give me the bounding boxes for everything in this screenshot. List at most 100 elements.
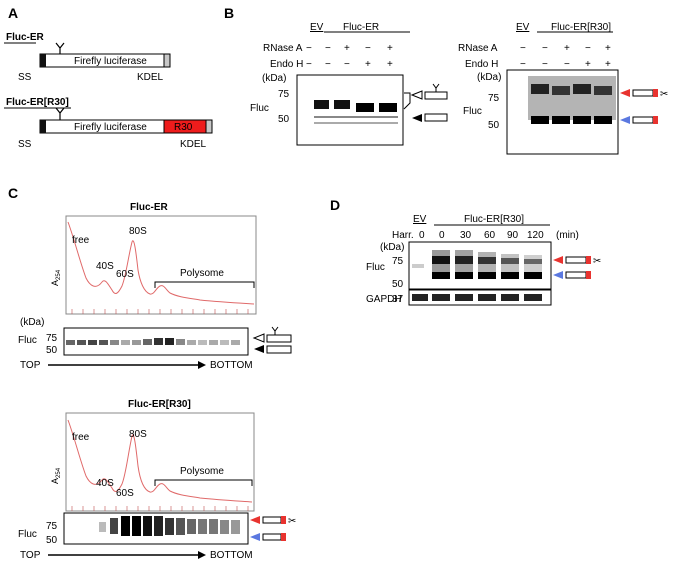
panel-b: B EV Fluc-ER RNase A − − + − + Endo H − …	[224, 5, 668, 155]
protein-label: Fluc	[18, 335, 37, 346]
peak-60s: 60S	[116, 488, 134, 499]
kda-label: (kDa)	[380, 242, 404, 253]
marker-50: 50	[46, 535, 58, 546]
fluc-icon	[262, 516, 282, 524]
timepoint-0: 0	[439, 230, 445, 241]
bottom-label: BOTTOM	[210, 360, 253, 371]
glycosylated-fluc-icon	[266, 334, 292, 343]
bottom-label: BOTTOM	[210, 550, 253, 561]
top-label: TOP	[20, 360, 41, 371]
kdel-segment	[163, 53, 171, 68]
kdel-label: KDEL	[180, 139, 207, 150]
band	[573, 84, 591, 94]
fluc-icon	[632, 89, 654, 97]
domain-label: Firefly luciferase	[74, 56, 147, 67]
arrow-head-icon	[198, 551, 206, 559]
marker-75: 75	[488, 93, 500, 104]
polysome-bracket	[154, 281, 255, 288]
glycosylated-fluc-icon	[424, 91, 448, 100]
scissors-icon: ✂	[660, 89, 668, 100]
red-arrowhead-icon	[620, 89, 630, 97]
panel-b-label: B	[224, 5, 234, 21]
arrow-head-icon	[198, 361, 206, 369]
marker-37: 37	[392, 294, 404, 305]
blot-b-right: EV Fluc-ER[R30] RNase A − − + − + Endo H…	[458, 22, 668, 155]
blue-arrowhead-icon	[250, 533, 260, 541]
marker-50: 50	[278, 114, 290, 125]
fraction-ticks	[71, 506, 249, 511]
r30-icon	[586, 271, 591, 279]
fluc-er-title: Fluc-ER	[6, 32, 45, 43]
fluc-er-construct: Fluc-ER Firefly luciferase SS KDEL	[4, 32, 171, 83]
band	[552, 86, 570, 95]
panel-a-label: A	[8, 5, 18, 21]
band	[379, 103, 397, 112]
open-arrowhead-icon	[410, 90, 423, 100]
blue-arrowhead-icon	[620, 116, 630, 124]
gapdh-bands	[412, 294, 542, 301]
r30-icon	[653, 116, 658, 124]
band	[356, 103, 374, 112]
band	[594, 86, 612, 95]
timepoint-30: 30	[460, 230, 472, 241]
glycan-icon	[55, 42, 65, 54]
red-arrowhead-icon	[553, 256, 563, 264]
rnase-v5: +	[605, 43, 611, 54]
peak-free: free	[72, 235, 90, 246]
rnase-v1: −	[306, 43, 312, 54]
construct-label: Fluc-ER[R30]	[464, 214, 524, 225]
faint-band	[314, 122, 398, 124]
construct-label: Fluc-ER	[343, 22, 379, 33]
profile-fluc-er: Fluc-ER free 40S 60S 80S Polysome A254 (…	[18, 202, 292, 371]
endoh-v3: −	[344, 59, 350, 70]
ss-segment	[40, 54, 46, 67]
timepoint-120: 120	[527, 230, 544, 241]
peak-80s: 80S	[129, 429, 147, 440]
rnase-v1: −	[520, 43, 526, 54]
band	[531, 84, 549, 94]
fluc-icon	[262, 533, 282, 541]
fluc-icon	[424, 113, 448, 122]
polysome-label: Polysome	[180, 268, 224, 279]
blot-b-left: EV Fluc-ER RNase A − − + − + Endo H − − …	[250, 22, 448, 146]
panel-a: A Fluc-ER Firefly luciferase SS KDEL Flu…	[4, 5, 213, 150]
panel-c: C Fluc-ER free 40S 60S 80S Polysome A254…	[8, 185, 296, 561]
peak-80s: 80S	[129, 226, 147, 237]
marker-50: 50	[392, 279, 404, 290]
rnase-v4: −	[365, 43, 371, 54]
timepoint-60: 60	[484, 230, 496, 241]
endoh-v1: −	[520, 59, 526, 70]
marker-75: 75	[392, 256, 404, 267]
domain-label: Firefly luciferase	[74, 122, 147, 133]
smear	[528, 76, 616, 120]
panel-d-label: D	[330, 197, 340, 213]
r30-icon	[653, 89, 658, 97]
protein-label: Fluc	[463, 106, 482, 117]
red-arrowhead-icon	[250, 516, 260, 524]
ylabel-a254: A254	[50, 467, 62, 484]
kda-label: (kDa)	[20, 317, 44, 328]
peak-60s: 60S	[116, 269, 134, 280]
r30-label: R30	[174, 122, 193, 133]
fraction-bands	[66, 338, 240, 345]
construct-label: Fluc-ER[R30]	[551, 22, 611, 33]
band	[531, 116, 549, 124]
harr-label: Harr.	[392, 230, 414, 241]
polysome-label: Polysome	[180, 466, 224, 477]
r30-icon	[281, 516, 286, 524]
endoh-v5: +	[605, 59, 611, 70]
band	[314, 100, 329, 109]
fluc-er-r30-title: Fluc-ER[R30]	[6, 97, 69, 108]
timepoint-ev: 0	[419, 230, 425, 241]
fraction-bands	[99, 516, 240, 536]
profile-frame	[65, 412, 255, 512]
rnase-label: RNase A	[458, 43, 498, 54]
peak-40s: 40S	[96, 478, 114, 489]
top-label: TOP	[20, 550, 41, 561]
r30-icon	[281, 533, 286, 541]
peak-40s: 40S	[96, 261, 114, 272]
timepoint-90: 90	[507, 230, 519, 241]
endoh-v3: −	[564, 59, 570, 70]
fluc-icon	[565, 256, 587, 264]
filled-arrowhead-icon	[254, 345, 264, 353]
